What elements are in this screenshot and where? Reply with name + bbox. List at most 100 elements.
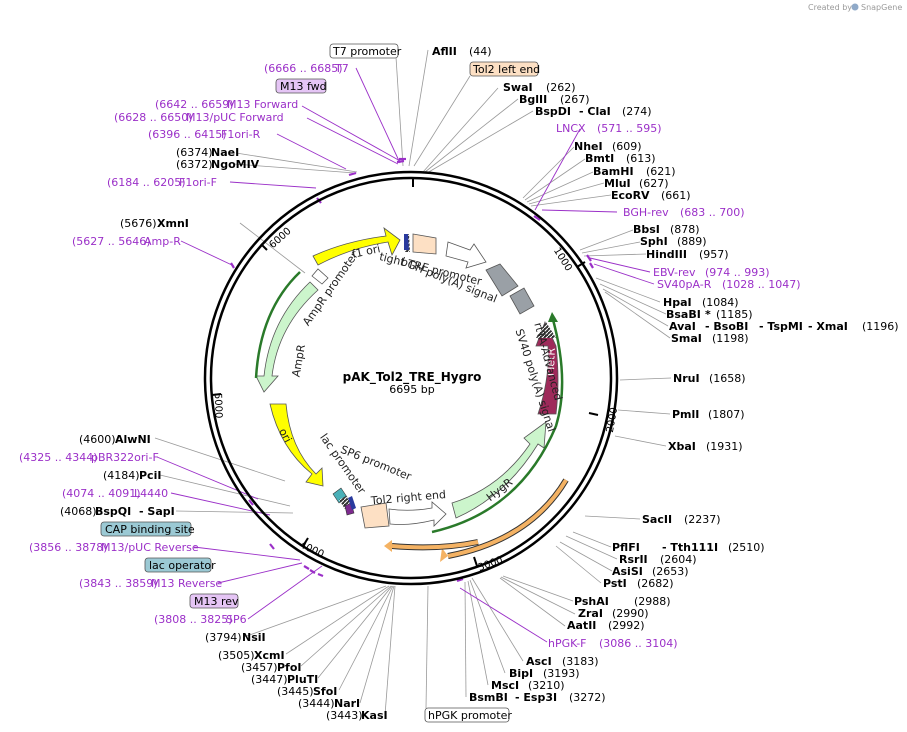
- label-sacii-pos: (2237): [684, 513, 721, 526]
- feature-label-ampr: AmpR: [290, 343, 309, 378]
- feature-f1-ori[interactable]: f1 ori: [312, 227, 401, 266]
- label-hpai-pos: (1084): [702, 296, 739, 309]
- label-clai: - ClaI: [579, 105, 611, 118]
- label-rsrii-pos: (2604): [660, 553, 697, 566]
- label-pbr-pos: (4325 .. 4344): [19, 451, 98, 464]
- label-alwni: AlwNI: [115, 433, 151, 446]
- label-tspmi: - TspMI: [759, 320, 803, 333]
- feature-ori[interactable]: ori: [269, 403, 324, 487]
- label-ecorv: EcoRV: [611, 189, 650, 202]
- label-sv40pa-r: SV40pA-R: [657, 278, 712, 291]
- feature-rtetr[interactable]: rTetR: [535, 320, 559, 415]
- tick-label-6000: 6000: [267, 226, 293, 251]
- label-pluti: PluTI: [287, 673, 318, 686]
- t7-promoter-box: [329, 43, 399, 59]
- label-nhei-pos: (609): [612, 140, 642, 153]
- label-aatii-pos: (2992): [608, 619, 645, 632]
- label-psti: PstI: [603, 577, 627, 590]
- label-hpgkf-pos: (3086 .. 3104): [599, 637, 678, 650]
- label-xmni-pos: (5676): [120, 217, 157, 230]
- label-xbai: XbaI: [668, 440, 696, 453]
- label-nhei: NheI: [574, 140, 603, 153]
- label-f1orir-pos: (6396 .. 6415): [148, 128, 227, 141]
- label-ebv-rev: EBV-rev: [653, 266, 696, 279]
- label-bghrev-pos: (683 .. 700): [680, 206, 745, 219]
- label-sphi-pos: (889): [677, 235, 707, 248]
- label-tol2-left: Tol2 left end: [472, 63, 540, 76]
- label-bsmbi: BsmBI: [469, 691, 508, 704]
- label-f1orir: F1ori-R: [221, 128, 261, 141]
- label-nsii-pos: (3794): [205, 631, 242, 644]
- label-zrai-pos: (2990): [612, 607, 649, 620]
- label-clai-pos: (274): [622, 105, 652, 118]
- label-bsabi-pos: (1185): [716, 308, 753, 321]
- lac-operator-box: [144, 557, 212, 573]
- label-sp6-pos: (3808 .. 3825): [154, 613, 233, 626]
- tol2-left-box: [469, 61, 539, 77]
- feature-label-rtetr: rTetR: [544, 347, 558, 376]
- label-bamhi: BamHI: [593, 165, 634, 178]
- label-mlui: MluI: [604, 177, 631, 190]
- label-bmti: BmtI: [585, 152, 614, 165]
- label-pmli: PmlI: [672, 408, 699, 421]
- m13rev-box: [189, 593, 239, 609]
- label-pmli-pos: (1807): [708, 408, 745, 421]
- label-bmti-pos: (613): [626, 152, 656, 165]
- label-nrui-pos: (1658): [709, 372, 746, 385]
- label-hpgk-f: hPGK-F: [548, 637, 586, 650]
- label-kasi-pos: (3443): [326, 709, 363, 722]
- label-sp6: SP6: [226, 613, 247, 626]
- label-sapi: - SapI: [139, 505, 175, 518]
- label-psti-pos: (2682): [637, 577, 674, 590]
- label-bamhi-pos: (621): [646, 165, 676, 178]
- label-msci: MscI: [491, 679, 519, 692]
- label-zrai: ZraI: [578, 607, 603, 620]
- label-t7: T7: [334, 62, 349, 75]
- label-naei-pos: (6374): [176, 146, 213, 159]
- label-m13-forward: M13 Forward: [227, 98, 298, 111]
- label-msci-pos: (3210): [528, 679, 565, 692]
- feature-label-lac-promoter: lac promoter: [317, 431, 368, 497]
- label-swai-pos: (262): [546, 81, 576, 94]
- label-t7-pos: (6666 .. 6685): [264, 62, 343, 75]
- label-bspqi: BspQI: [95, 505, 131, 518]
- label-sphi: SphI: [640, 235, 668, 248]
- label-pcii: PciI: [139, 469, 161, 482]
- label-hindiii: HindIII: [646, 248, 687, 261]
- label-xmai: - XmaI: [808, 320, 848, 333]
- label-esp3i: - Esp3I: [515, 691, 557, 704]
- tick-marks: [211, 178, 599, 567]
- label-sv40r-pos: (1028 .. 1047): [722, 278, 801, 291]
- feature-label-ori: ori: [276, 426, 294, 445]
- label-smai-pos: (1198): [712, 332, 749, 345]
- label-pbr322ori-f: pBR322ori-F: [91, 451, 159, 464]
- label-m13f-pos: (6642 .. 6659): [155, 98, 234, 111]
- label-xcmi: XcmI: [254, 649, 285, 662]
- label-pshai: PshAI: [574, 595, 609, 608]
- label-cap-binding: CAP binding site: [105, 523, 195, 536]
- feature-ampr[interactable]: AmpR: [254, 271, 319, 393]
- backbone: [203, 170, 619, 586]
- label-bsabi-star: *: [705, 308, 711, 321]
- label-l4440-pos: (4074 .. 4091): [62, 487, 141, 500]
- feature-cap-lac-sp6[interactable]: [332, 487, 356, 516]
- label-group: T7 promoter AflII (44) Tol2 left end (66…: [19, 43, 899, 723]
- feature-tol2-right-end[interactable]: Tol2 right end: [360, 488, 447, 529]
- label-bsabi: BsaBI: [666, 308, 701, 321]
- label-bsobi: - BsoBI: [705, 320, 748, 333]
- leader-lines: [154, 49, 672, 716]
- tick-label-1000: 1000: [551, 246, 574, 273]
- label-tth111i-pos: (2510): [728, 541, 765, 554]
- label-xbai-pos: (1931): [706, 440, 743, 453]
- label-asisi: AsiSI: [612, 565, 643, 578]
- label-m13puc-pos: (6628 .. 6650): [114, 111, 193, 124]
- label-smai: SmaI: [671, 332, 702, 345]
- label-nrui: NruI: [673, 372, 700, 385]
- feature-orange-arc: [384, 478, 569, 562]
- label-pcii-pos: (4184): [103, 469, 140, 482]
- label-aflii: AflII: [432, 45, 457, 58]
- label-bipi-pos: (3193): [543, 667, 580, 680]
- label-nsii: NsiI: [242, 631, 266, 644]
- label-pluti-pos: (3447): [251, 673, 288, 686]
